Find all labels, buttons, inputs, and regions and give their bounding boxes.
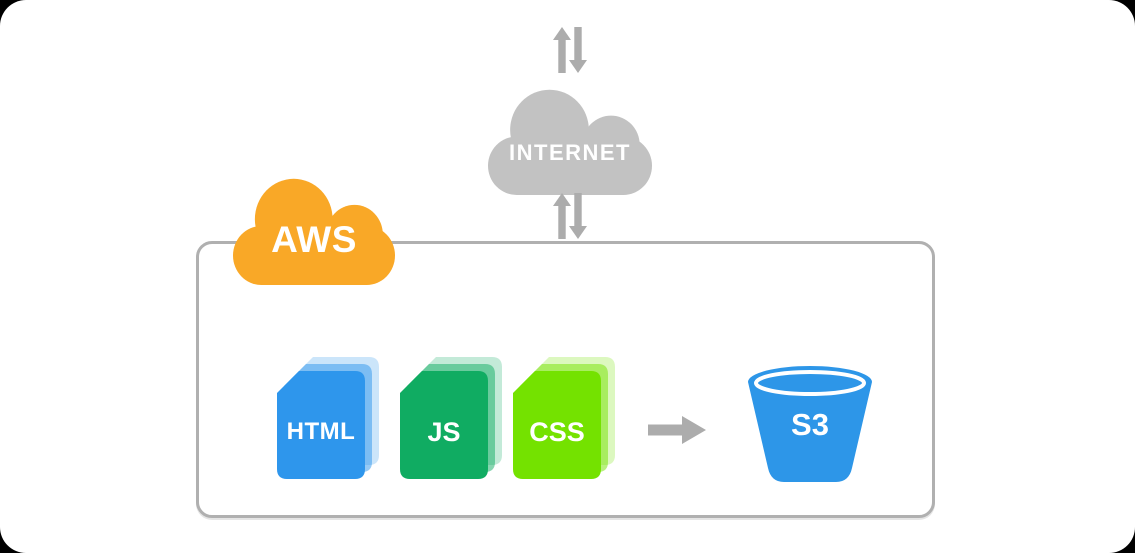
internet-cloud-icon [488, 89, 652, 195]
js-file: JS [400, 357, 502, 479]
css-file: CSS [513, 357, 615, 479]
aws-cloud: AWS [233, 167, 395, 285]
upload-arrow-icon [648, 416, 706, 444]
html-file: HTML [277, 357, 379, 479]
js-label: JS [427, 417, 461, 447]
css-label: CSS [529, 417, 585, 447]
css-file-icon [513, 357, 615, 479]
s3-label: S3 [791, 407, 829, 442]
internet-cloud: INTERNET [488, 78, 652, 195]
aws-cloud-icon [233, 178, 395, 285]
html-label: HTML [286, 418, 356, 445]
aws-label: AWS [271, 219, 357, 260]
js-file-icon [400, 357, 502, 479]
up-down-arrow-glyph [553, 193, 587, 239]
internet-label: INTERNET [509, 140, 631, 165]
s3-bucket-icon [748, 366, 872, 482]
s3-bucket: S3 [748, 366, 872, 482]
html-file-icon [277, 357, 379, 479]
bottom-bidirectional-arrows-icon [553, 193, 587, 239]
top-bidirectional-arrows-icon [553, 27, 587, 73]
up-down-arrow-glyph [553, 27, 587, 73]
